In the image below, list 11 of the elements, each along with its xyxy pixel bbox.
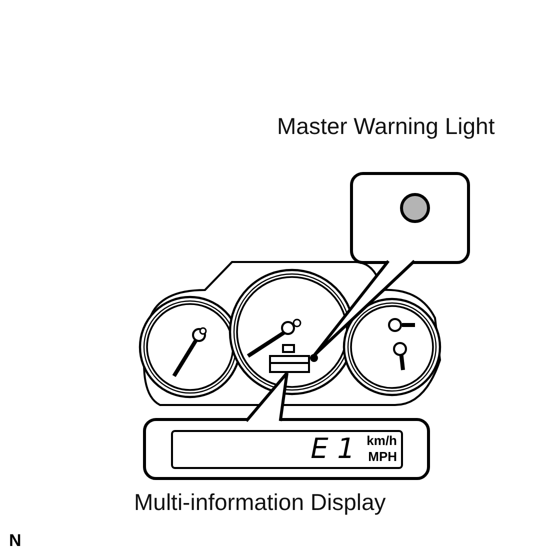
warning-light-dot <box>310 354 318 362</box>
callout-heading: Master Warning Light <box>277 112 495 140</box>
display-window <box>269 344 310 373</box>
display-screen <box>171 430 403 469</box>
unit-label: MPH <box>368 449 397 465</box>
unit-label: km/h <box>366 433 397 449</box>
warning-lamp-icon <box>400 193 430 223</box>
figure-code: N <box>9 531 22 551</box>
callout-heading: Multi-information Display <box>134 488 386 516</box>
leader-line <box>312 260 416 357</box>
segment-readout: E 1 <box>310 432 355 466</box>
